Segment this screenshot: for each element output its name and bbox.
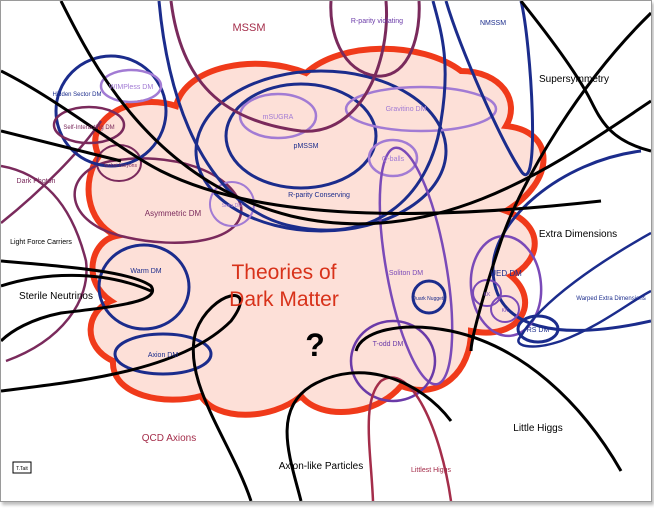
qcd-axion-curve <box>1 294 253 501</box>
quark-nuggets-loop <box>411 279 447 315</box>
black-curve-right-top <box>519 1 651 153</box>
warm-dm-loop <box>97 243 191 331</box>
label-little-higgs: Little Higgs <box>513 423 562 434</box>
label-hidden-sector-dm: Hidden Sector DM <box>52 92 101 98</box>
littlest-higgs-curve <box>367 376 453 501</box>
label-sneu-dm: Sneu DM <box>222 203 243 209</box>
label-soliton-dm: Soliton DM <box>389 270 423 277</box>
extra-dim-black-curve <box>469 11 651 352</box>
label-techni-baryons: Techni-baryons <box>103 163 137 169</box>
sterile-neutrinos-curve <box>1 259 154 343</box>
t-odd-dm-loop <box>349 319 437 403</box>
label-nmssm: NMSSM <box>480 20 506 27</box>
gravitino-dm-loop <box>344 85 498 133</box>
wimpless-dm-loop <box>99 68 163 104</box>
corner-tag-box <box>12 461 32 474</box>
label-qcd-axions: QCD Axions <box>142 433 196 444</box>
dark-matter-diagram: Theories of Dark Matter ? MSSM R-parity … <box>1 1 651 501</box>
label-axion-dm: Axion DM <box>148 352 179 359</box>
nmssm-curve <box>444 1 535 176</box>
label-asymmetric-dm: Asymmetric DM <box>145 209 202 218</box>
pmssm-loop <box>224 82 378 190</box>
title-line-2: Dark Matter <box>229 288 339 311</box>
label-wimpless-dm: WIMPless DM <box>109 84 154 91</box>
corner-tag-text: T.Tait <box>16 466 28 472</box>
axion-like-curve <box>285 371 453 501</box>
soliton-dm-loop <box>378 146 454 386</box>
label-quark-nuggets: Quark Nuggets <box>412 296 446 302</box>
label-self-interacting-dm: Self-Interacting DM <box>63 125 114 131</box>
little-higgs-curve <box>354 325 623 472</box>
black-curve-upper <box>1 69 602 215</box>
mssm-curve <box>169 1 389 133</box>
label-q-balls: Q-balls <box>382 156 405 163</box>
label-t-odd-dm: T-odd DM <box>373 341 404 348</box>
sneu-dm-loop <box>209 181 255 227</box>
label-extra-dimensions: Extra Dimensions <box>539 229 617 240</box>
kk-two-loop <box>490 295 520 323</box>
label-axion-like-particles: Axion-like Particles <box>279 461 363 472</box>
label-mssm: MSSM <box>233 22 266 34</box>
label-kk-two: KK <box>502 308 509 314</box>
label-gravitino-dm: Gravitino DM <box>386 106 427 113</box>
label-pmssm: pMSSM <box>294 143 319 150</box>
question-mark: ? <box>305 327 325 363</box>
light-force-carriers-curve <box>1 120 103 224</box>
title-line-1: Theories of <box>231 261 336 284</box>
label-littlest-higgs: Littlest Higgs <box>411 467 452 474</box>
label-light-force-carriers: Light Force Carriers <box>10 239 72 246</box>
self-interacting-dm-loop <box>52 105 126 145</box>
black-curve-left <box>1 129 122 163</box>
rparity-violating-curve <box>329 1 421 78</box>
asymmetric-dm-loop <box>73 157 243 244</box>
label-msugra: mSUGRA <box>263 114 294 121</box>
rs-dm-loop <box>516 314 560 344</box>
label-dark-photon: Dark Photon <box>17 178 56 185</box>
warped-extra-dimensions-curve <box>517 231 651 348</box>
black-curve-warm <box>1 273 152 293</box>
label-rs-dm: RS DM <box>527 327 550 334</box>
hidden-sector-dm-loop <box>54 54 168 168</box>
q-balls-loop <box>367 138 419 178</box>
label-sterile-neutrinos: Sterile Neutrinos <box>19 291 93 302</box>
label-ued-dm: UED DM <box>490 269 522 278</box>
msugra-loop <box>238 92 318 140</box>
supersymmetry-curve <box>59 1 651 226</box>
label-rparity-conserving: R-parity Conserving <box>288 192 350 199</box>
label-supersymmetry: Supersymmetry <box>539 74 609 85</box>
label-rparity-violating: R-parity violating <box>351 18 403 25</box>
extra-dimensions-curve <box>491 149 651 332</box>
dark-photon-curve <box>1 164 88 363</box>
label-warped-extra-dimensions: Warped Extra Dimensions <box>576 296 645 302</box>
axion-dm-loop <box>113 332 213 376</box>
label-warm-dm: Warm DM <box>130 268 161 275</box>
label-kk-one: KK <box>484 292 491 298</box>
